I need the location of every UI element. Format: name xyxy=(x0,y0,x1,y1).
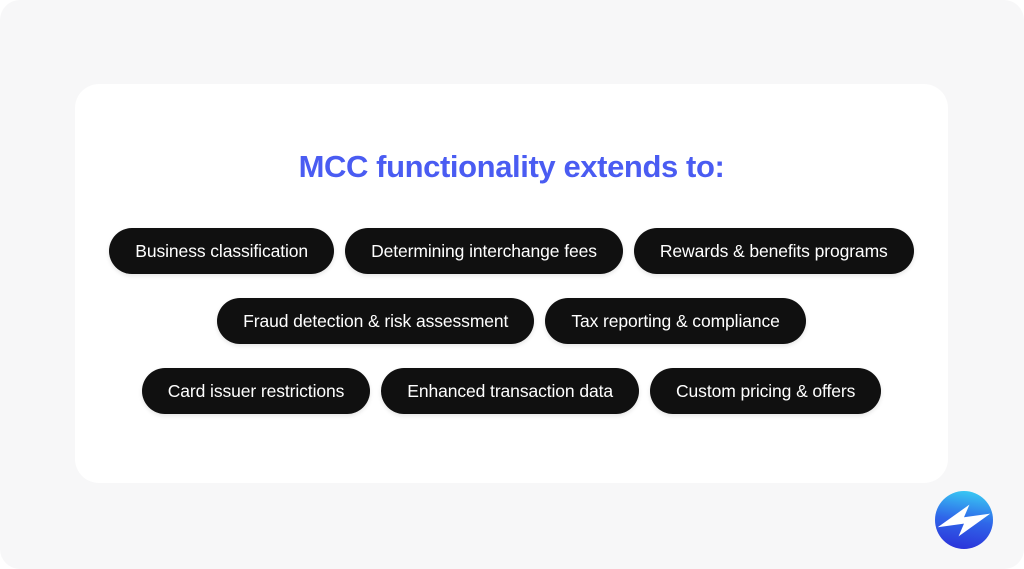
pill-row-3: Card issuer restrictions Enhanced transa… xyxy=(141,368,882,415)
pill-determining-interchange-fees: Determining interchange fees xyxy=(345,228,623,275)
pill-enhanced-transaction-data: Enhanced transaction data xyxy=(381,368,639,415)
pill-custom-pricing-offers: Custom pricing & offers xyxy=(650,368,882,415)
pill-tax-reporting-compliance: Tax reporting & compliance xyxy=(545,298,806,345)
pill-row-1: Business classification Determining inte… xyxy=(109,228,914,275)
brand-logo xyxy=(935,491,993,549)
bolt-in-circle-icon xyxy=(935,491,993,549)
page-title: MCC functionality extends to: xyxy=(298,149,725,184)
content-card: MCC functionality extends to: Business c… xyxy=(75,84,948,483)
pill-rewards-benefits-programs: Rewards & benefits programs xyxy=(633,228,914,275)
pill-card-issuer-restrictions: Card issuer restrictions xyxy=(141,368,371,415)
pill-business-classification: Business classification xyxy=(109,228,335,275)
pill-fraud-detection-risk-assessment: Fraud detection & risk assessment xyxy=(217,298,535,345)
pill-row-2: Fraud detection & risk assessment Tax re… xyxy=(217,298,806,345)
